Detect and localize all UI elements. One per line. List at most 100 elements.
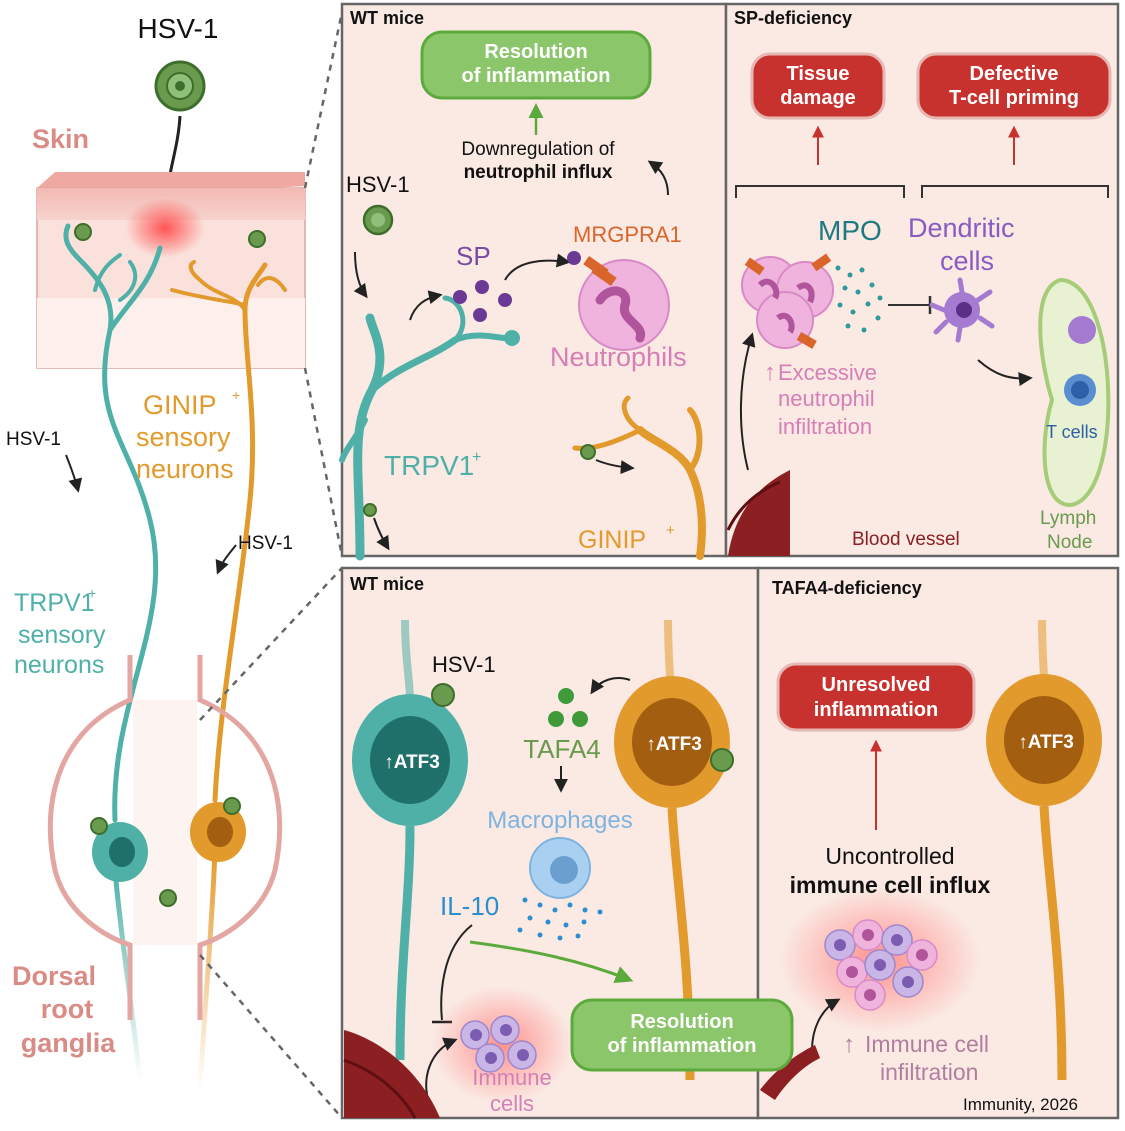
drg-outline [47, 655, 283, 1020]
panel-a-title: WT mice [350, 8, 424, 28]
bracket-right [921, 185, 1109, 198]
resolution-arrow-c [469, 940, 634, 984]
defective-line2: T-cell priming [949, 87, 1079, 109]
dendritic-line1: Dendritic [908, 213, 1015, 243]
neutrophils-label: Neutrophils [550, 342, 687, 372]
drg-fill [133, 700, 197, 945]
hsv-left-label: HSV-1 [6, 429, 61, 450]
il10-label: IL-10 [440, 891, 499, 921]
ginip-label-1: GINIP [143, 390, 217, 420]
panel-a-ginip-label: GINIP [578, 526, 646, 554]
excessive-up-arrow: ↑ [764, 359, 776, 386]
il10-dots [517, 897, 603, 941]
virus-icon [154, 60, 206, 112]
immune-cell-cluster-d [780, 888, 980, 1032]
excessive-infiltration-label: ↑ Excessive neutrophil infiltration [764, 359, 877, 439]
panel-d-title: TAFA4-deficiency [772, 578, 922, 598]
drg-label-2: root [41, 994, 93, 1024]
neutrophil-cell [567, 251, 670, 351]
panel-a-ginip-neuron [572, 395, 706, 560]
citation: Immunity, 2026 [963, 1095, 1078, 1114]
panel-a-ginip-virus [580, 444, 596, 460]
panel-b-title: SP-deficiency [734, 8, 852, 28]
sp-label: SP [456, 241, 491, 271]
drg-label: Dorsal root ganglia [12, 961, 116, 1058]
unresolved-line1: Unresolved [822, 674, 931, 696]
atf3-right: ↑ATF3 [646, 734, 702, 755]
panel-d-orange-neuron [986, 619, 1102, 1081]
immune-line2: cells [490, 1091, 534, 1116]
resolution-top-line1: Resolution [484, 41, 587, 63]
panel-a-ginip-plus: + [666, 522, 675, 539]
lymph-node [1038, 277, 1111, 508]
panel-a-small-arrow [373, 517, 390, 551]
mpo-label: MPO [818, 215, 882, 246]
lymph-line2: Node [1047, 532, 1092, 553]
defective-line1: Defective [970, 63, 1059, 85]
panel-c-title: WT mice [350, 574, 424, 594]
sp-molecules [453, 280, 512, 322]
virus-title: HSV-1 [138, 13, 219, 44]
lymph-line1: Lymph [1040, 508, 1096, 529]
panel-sp-deficiency: SP-deficiency Tissue damage Defective T-… [724, 2, 1120, 558]
resolution-box-bottom: Resolution of inflammation [570, 998, 794, 1072]
dendritic-cell [929, 277, 995, 343]
resolution-box-top: Resolution of inflammation [420, 30, 652, 100]
panel-c-hsv: HSV-1 [432, 652, 496, 677]
macrophages-label: Macrophages [487, 807, 632, 834]
hsv-left-arrow [65, 454, 83, 493]
zoom-lines [199, 11, 344, 1119]
bracket-left [735, 185, 905, 198]
panel-wt-sp: WT mice Resolution of inflammation Downr… [339, 2, 728, 561]
resolution-top-line2: of inflammation [462, 65, 611, 87]
sp-release-arrow [409, 290, 443, 321]
excessive-line2: neutrophil [778, 386, 875, 411]
blood-vessel-label: Blood vessel [852, 529, 960, 550]
tissue-line1: Tissue [787, 63, 850, 85]
skin-block [36, 172, 306, 369]
downregulation-line1: Downregulation of [461, 139, 615, 160]
mrgpra1-label: MRGPRA1 [573, 222, 682, 247]
unresolved-box: Unresolved inflammation [776, 662, 976, 732]
tafa4-label: TAFA4 [523, 734, 601, 764]
resolution-bottom-line1: Resolution [630, 1011, 733, 1033]
drg-label-3: ganglia [21, 1028, 116, 1058]
tcells-label: T cells [1046, 422, 1098, 442]
uncontrolled-line1: Uncontrolled [825, 843, 954, 869]
trpv1-label: TRPV1 + sensory neurons [14, 585, 106, 679]
infiltration-line2: infiltration [880, 1059, 978, 1085]
tafa4-release-arrow [590, 677, 631, 695]
drg-label-1: Dorsal [12, 961, 96, 991]
defective-priming-box: Defective T-cell priming [916, 52, 1112, 120]
resolution-bottom-line2: of inflammation [608, 1035, 757, 1057]
trpv1-neuron-overview [63, 223, 163, 1083]
dc-migration-arrow [977, 359, 1033, 387]
trpv1-label-1: TRPV1 [14, 589, 95, 617]
panel-a-hsv-arrow [353, 251, 368, 299]
extravasation-arrow [739, 332, 756, 471]
macrophage-cell [529, 837, 591, 899]
excessive-line1: Excessive [778, 360, 877, 385]
immune-cell-cluster-c [432, 987, 572, 1103]
excessive-line3: infiltration [778, 414, 872, 439]
downregulation-arrow [647, 160, 669, 196]
hsv-mid-arrow [215, 544, 237, 575]
panel-a-virus-small [363, 503, 377, 517]
atf3-panel-d: ↑ATF3 [1018, 732, 1074, 753]
ginip-plus: + [232, 387, 240, 403]
panel-d-entry-arrow [811, 998, 841, 1051]
panel-a-ginip-arrow [595, 459, 635, 475]
unresolved-line2: inflammation [814, 699, 938, 721]
tafa4-molecules [548, 688, 588, 727]
ginip-neuron-overview [170, 260, 287, 1093]
infiltration-line1: Immune cell [865, 1031, 989, 1057]
sp-to-receptor-arrow [504, 253, 571, 281]
drg-somas [90, 797, 246, 907]
left-overview: HSV-1 Skin [6, 11, 344, 1119]
ginip-label-3: neurons [136, 454, 234, 484]
il10-inhibition-line [440, 924, 473, 1021]
skin-label: Skin [32, 124, 89, 154]
downregulation-line2: neutrophil influx [464, 162, 613, 183]
blood-vessel-b [726, 470, 790, 556]
